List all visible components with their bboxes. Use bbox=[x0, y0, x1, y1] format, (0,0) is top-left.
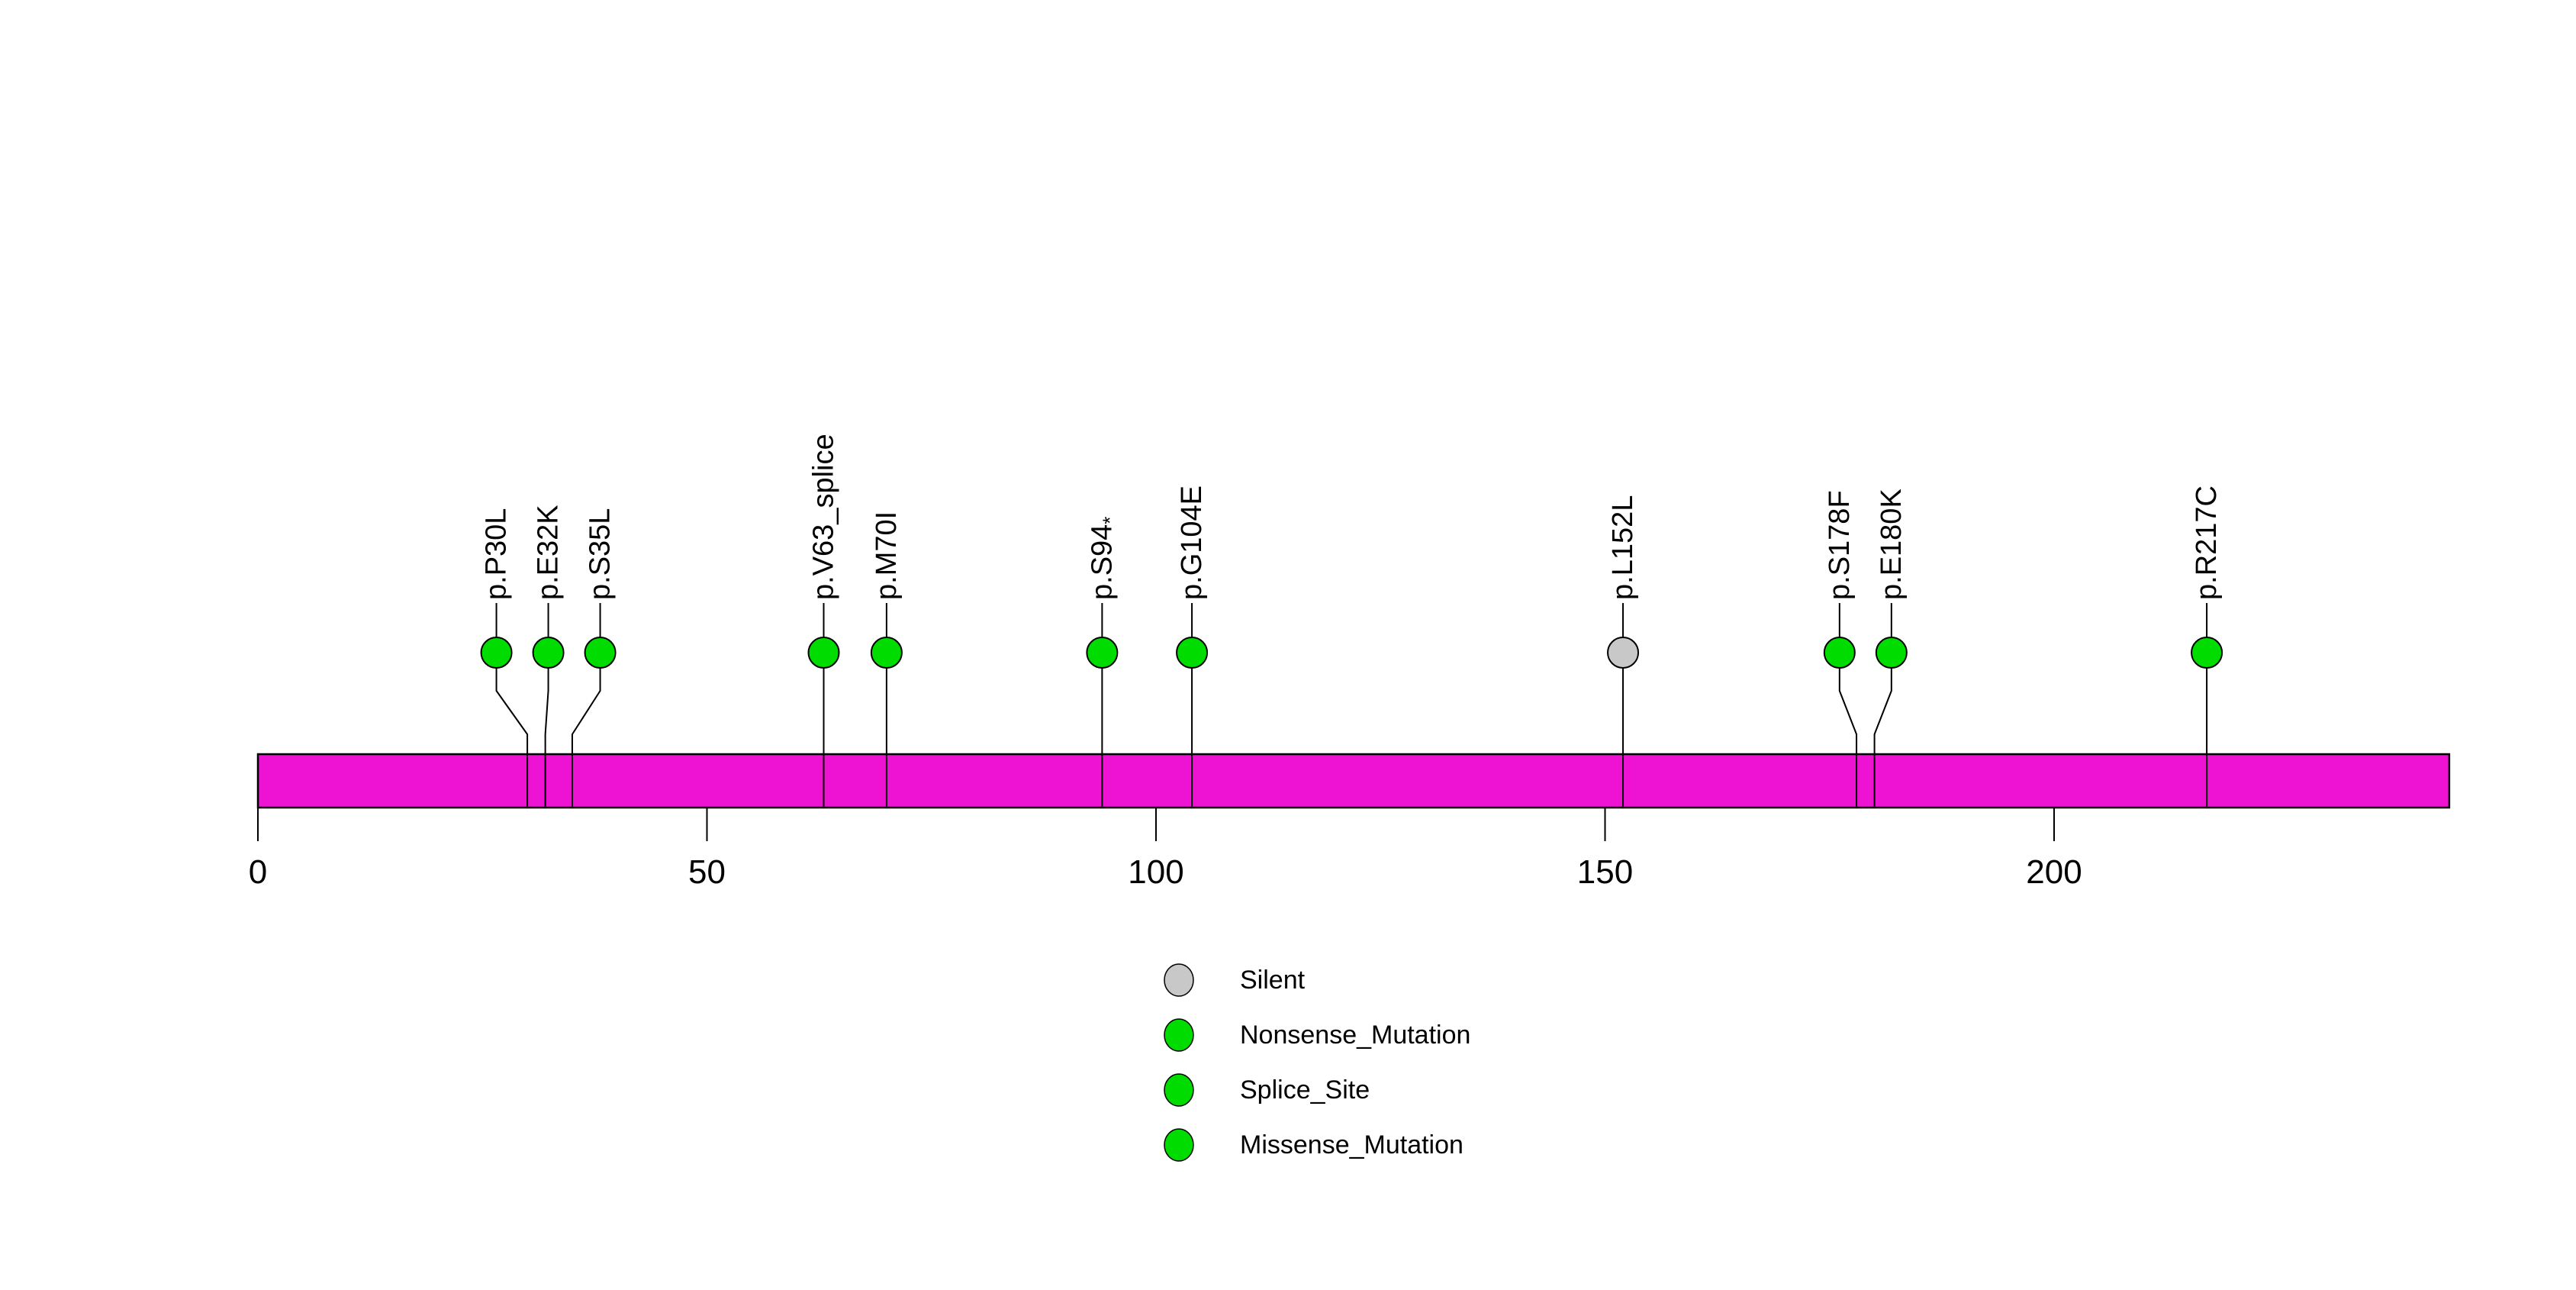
legend-swatch-circle bbox=[1164, 1073, 1194, 1107]
mutation-circle-p.P30L[interactable] bbox=[480, 637, 513, 669]
lollipop-p.G104E: p.G104E bbox=[1176, 485, 1209, 808]
mutation-label: p.E180K bbox=[1876, 489, 1908, 600]
lollipop-p.R217C: p.R217C bbox=[2191, 485, 2223, 808]
legend-swatch-circle bbox=[1164, 1018, 1194, 1052]
mutation-circle-p.R217C[interactable] bbox=[2191, 637, 2223, 669]
protein-bar bbox=[256, 753, 2451, 809]
axis-tick-label: 0 bbox=[249, 853, 267, 891]
lollipop-stem bbox=[1838, 666, 1858, 808]
lollipop-p.E180K: p.E180K bbox=[1873, 489, 1908, 808]
mutation-label: p.S94* bbox=[1086, 517, 1121, 600]
mutation-label: p.E32K bbox=[533, 505, 565, 600]
lollipop-stem bbox=[1873, 666, 1892, 808]
lollipop-p.E32K: p.E32K bbox=[532, 505, 565, 808]
legend-label: Nonsense_Mutation bbox=[1240, 1021, 1470, 1050]
axis-tick-label: 200 bbox=[2026, 853, 2082, 891]
legend-item-Missense_Mutation[interactable]: Missense_Mutation bbox=[1164, 1128, 1463, 1162]
legend-label: Silent bbox=[1240, 966, 1306, 995]
mutation-circle-p.G104E[interactable] bbox=[1176, 637, 1209, 669]
mutation-circle-p.M70I[interactable] bbox=[870, 637, 903, 669]
mutation-circle-p.L152L[interactable] bbox=[1607, 637, 1640, 669]
mutation-circle-p.S94*[interactable] bbox=[1086, 637, 1119, 669]
axis-tick-label: 50 bbox=[688, 853, 726, 891]
legend-item-Splice_Site[interactable]: Splice_Site bbox=[1164, 1073, 1370, 1107]
lollipop-p.S35L: p.S35L bbox=[571, 508, 617, 808]
mutation-label: p.S35L bbox=[584, 508, 617, 600]
mutation-label: p.M70I bbox=[871, 511, 903, 600]
mutation-circle-p.V63_splice[interactable] bbox=[807, 637, 840, 669]
legend-label: Missense_Mutation bbox=[1240, 1130, 1463, 1159]
lollipop-stem bbox=[495, 666, 529, 808]
axis-tick-label: 150 bbox=[1577, 853, 1633, 891]
mutation-circle-p.S35L[interactable] bbox=[584, 637, 617, 669]
mutation-circle-p.S178F[interactable] bbox=[1823, 637, 1856, 669]
legend-label: Splice_Site bbox=[1240, 1076, 1370, 1105]
lollipop-p.S178F: p.S178F bbox=[1823, 490, 1858, 808]
mutation-label: p.G104E bbox=[1176, 485, 1208, 600]
lollipop-stem bbox=[544, 666, 549, 808]
mutation-label: p.R217C bbox=[2191, 485, 2223, 600]
lollipop-p.V63_splice: p.V63_splice bbox=[807, 434, 840, 808]
mutation-label: p.V63_splice bbox=[808, 434, 840, 600]
mutation-label: p.S178F bbox=[1824, 490, 1856, 600]
axis-tick-label: 100 bbox=[1128, 853, 1183, 891]
legend-swatch-circle bbox=[1164, 963, 1194, 997]
mutation-label: p.L152L bbox=[1607, 495, 1639, 600]
lollipop-p.S94*: p.S94* bbox=[1086, 517, 1121, 808]
legend-swatch-circle bbox=[1164, 1128, 1194, 1162]
mutation-circle-p.E32K[interactable] bbox=[532, 637, 565, 669]
mutation-circle-p.E180K[interactable] bbox=[1875, 637, 1908, 669]
lollipop-p.P30L: p.P30L bbox=[480, 508, 529, 808]
legend-item-Silent[interactable]: Silent bbox=[1164, 963, 1306, 997]
lollipop-p.L152L: p.L152L bbox=[1607, 495, 1640, 808]
lollipop-stem bbox=[571, 666, 601, 808]
mutation-label: p.P30L bbox=[481, 508, 513, 600]
legend-item-Nonsense_Mutation[interactable]: Nonsense_Mutation bbox=[1164, 1018, 1470, 1052]
lollipop-p.M70I: p.M70I bbox=[870, 511, 903, 808]
